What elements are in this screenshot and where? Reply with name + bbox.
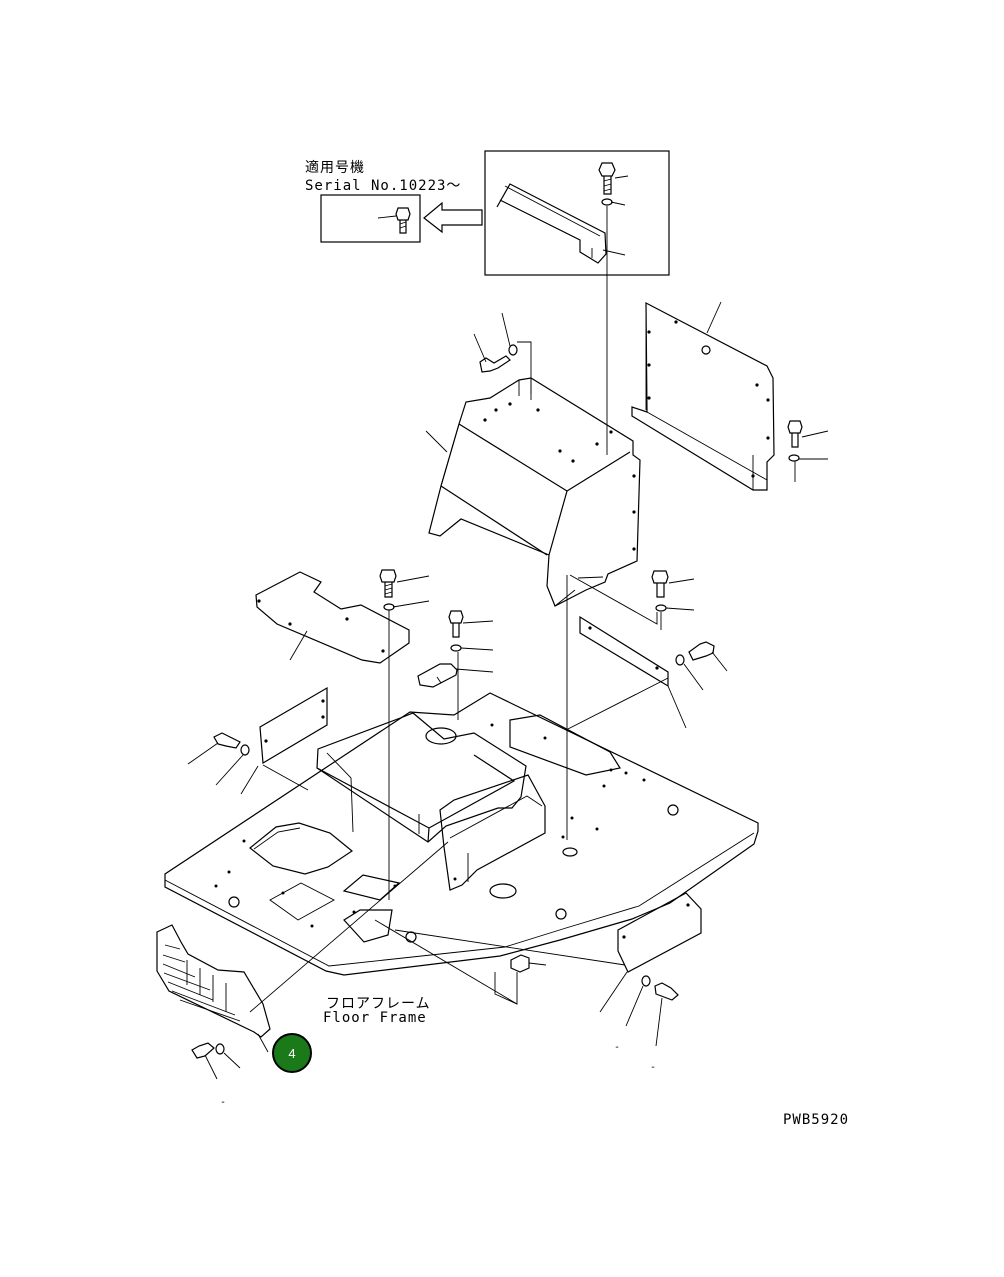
floor-frame-label-en: Floor Frame	[323, 1010, 427, 1026]
left-grille-cover	[156, 924, 271, 1080]
part-callout-4[interactable]: 4	[272, 1033, 312, 1073]
serial-detail-box	[320, 194, 421, 243]
right-side-cover	[631, 301, 829, 491]
right-front-cover	[599, 892, 702, 1047]
floor-frame-label-jp: フロアフレーム	[326, 996, 431, 1012]
left-side-panel	[187, 686, 328, 795]
small-mark-c: -	[220, 1097, 228, 1108]
floor-frame	[164, 692, 759, 1013]
direction-arrow	[423, 201, 483, 234]
left-cover-plate	[255, 569, 430, 900]
serial-number-label: Serial No.10223～	[305, 178, 462, 194]
center-cover	[417, 610, 494, 720]
upper-housing	[425, 312, 658, 625]
detail-box-bracket	[484, 150, 670, 455]
small-mark-b: -	[650, 1062, 658, 1073]
small-mark-a: -	[614, 1042, 622, 1053]
applicable-serial-label-jp: 適用号機	[305, 160, 365, 176]
right-middle-cover	[565, 570, 728, 840]
drawing-code: PWB5920	[783, 1112, 850, 1128]
